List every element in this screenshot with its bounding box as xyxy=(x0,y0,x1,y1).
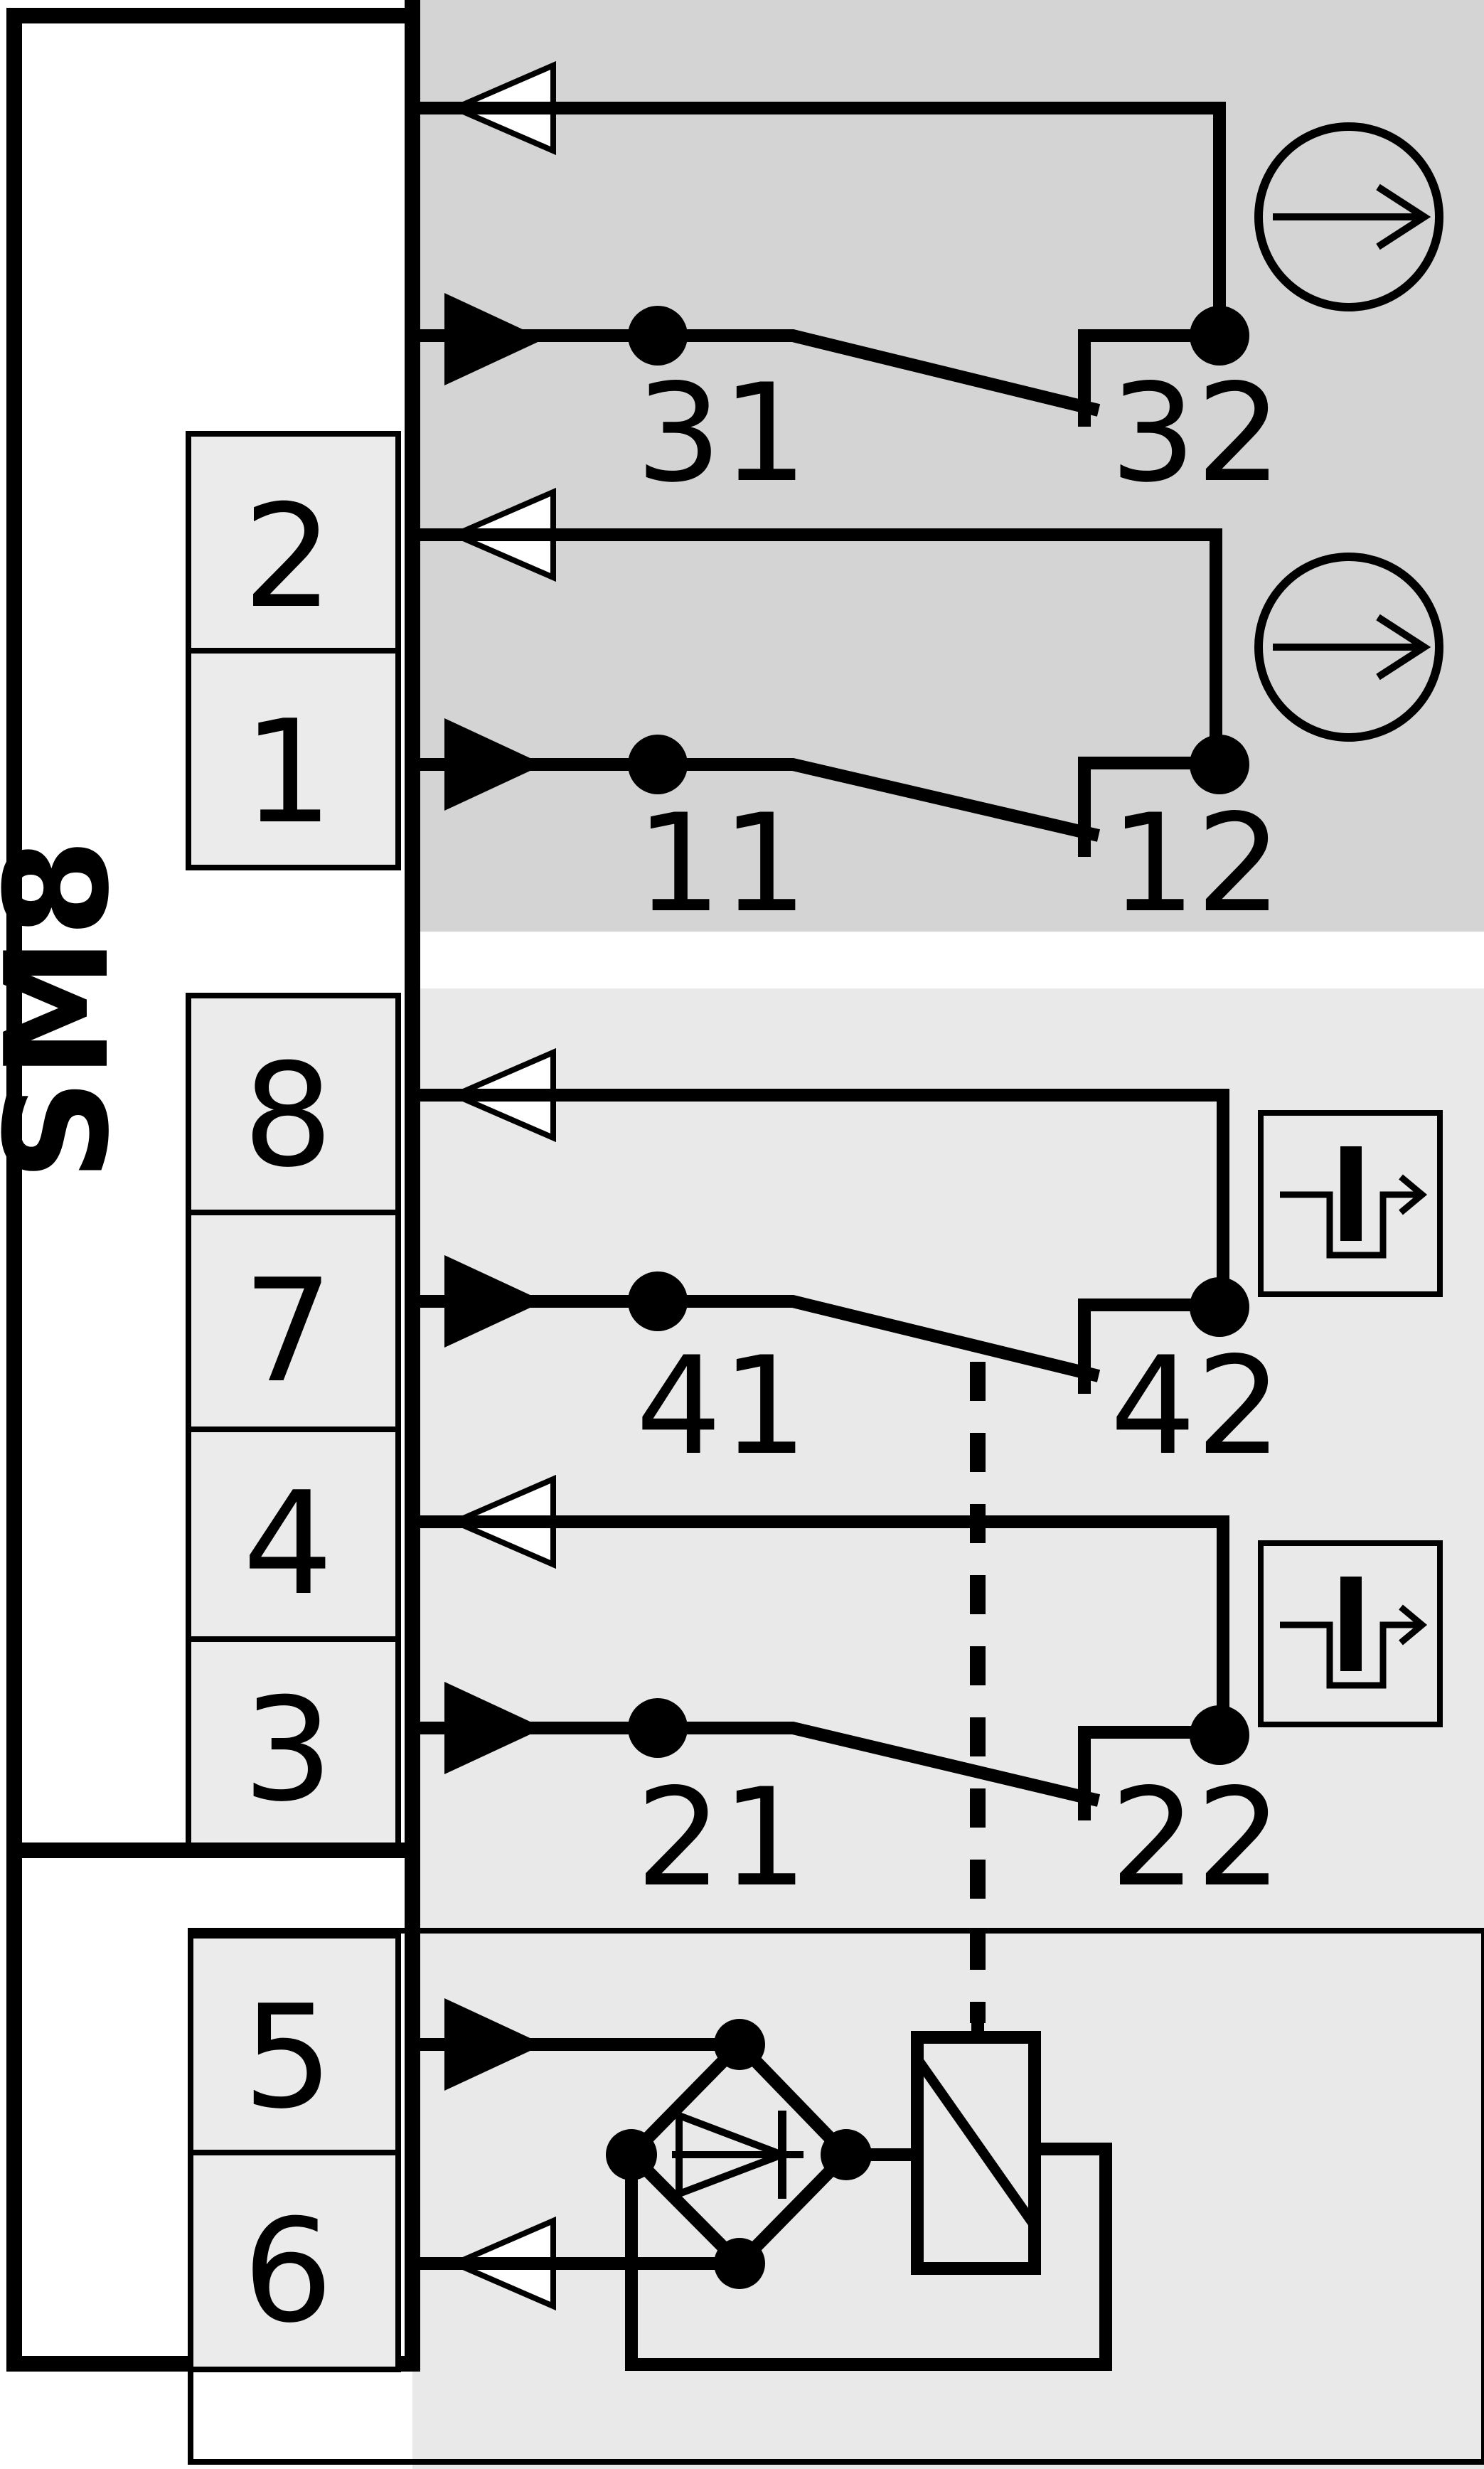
pin-box-1 xyxy=(186,648,401,870)
pin-boxes xyxy=(186,431,401,2372)
pin-label-5: 5 xyxy=(242,1975,333,2140)
lock-monitoring-icon xyxy=(1258,1110,1443,1297)
pin-label-8: 8 xyxy=(242,1033,333,1199)
terminal-label-22: 22 xyxy=(1110,1759,1282,1916)
terminal-label-11: 11 xyxy=(636,785,808,942)
pin-label-2: 2 xyxy=(242,474,333,640)
pin-box-2 xyxy=(186,431,401,654)
pin-label-3: 3 xyxy=(242,1668,333,1833)
pin-label-7: 7 xyxy=(242,1249,333,1414)
terminal-label-41: 41 xyxy=(636,1328,808,1485)
terminal-label-12: 12 xyxy=(1110,785,1282,942)
pin-box-4 xyxy=(186,1427,401,1642)
terminal-label-31: 31 xyxy=(636,355,808,512)
pin-box-6 xyxy=(188,2150,401,2372)
pin-box-7 xyxy=(186,1210,401,1432)
junction-dots xyxy=(606,306,1249,2289)
wiring xyxy=(412,102,1229,2371)
terminal-label-42: 42 xyxy=(1110,1328,1282,1485)
position-monitoring-icon xyxy=(1254,553,1443,742)
upper-panel xyxy=(412,0,1484,932)
pin-label-4: 4 xyxy=(242,1461,333,1627)
lock-monitoring-icon xyxy=(1258,1540,1443,1727)
pin-box-3 xyxy=(186,1636,401,1848)
pin-label-1: 1 xyxy=(242,690,333,855)
pin-box-5 xyxy=(188,1933,401,2155)
solenoid-coil-icon xyxy=(911,2031,1041,2275)
terminal-label-21: 21 xyxy=(636,1759,808,1916)
position-monitoring-icon xyxy=(1254,122,1443,311)
pin-label-6: 6 xyxy=(242,2189,333,2355)
terminal-label-32: 32 xyxy=(1110,355,1282,512)
pin-box-8 xyxy=(186,993,401,1215)
connector-label: SM8 xyxy=(0,838,141,1181)
